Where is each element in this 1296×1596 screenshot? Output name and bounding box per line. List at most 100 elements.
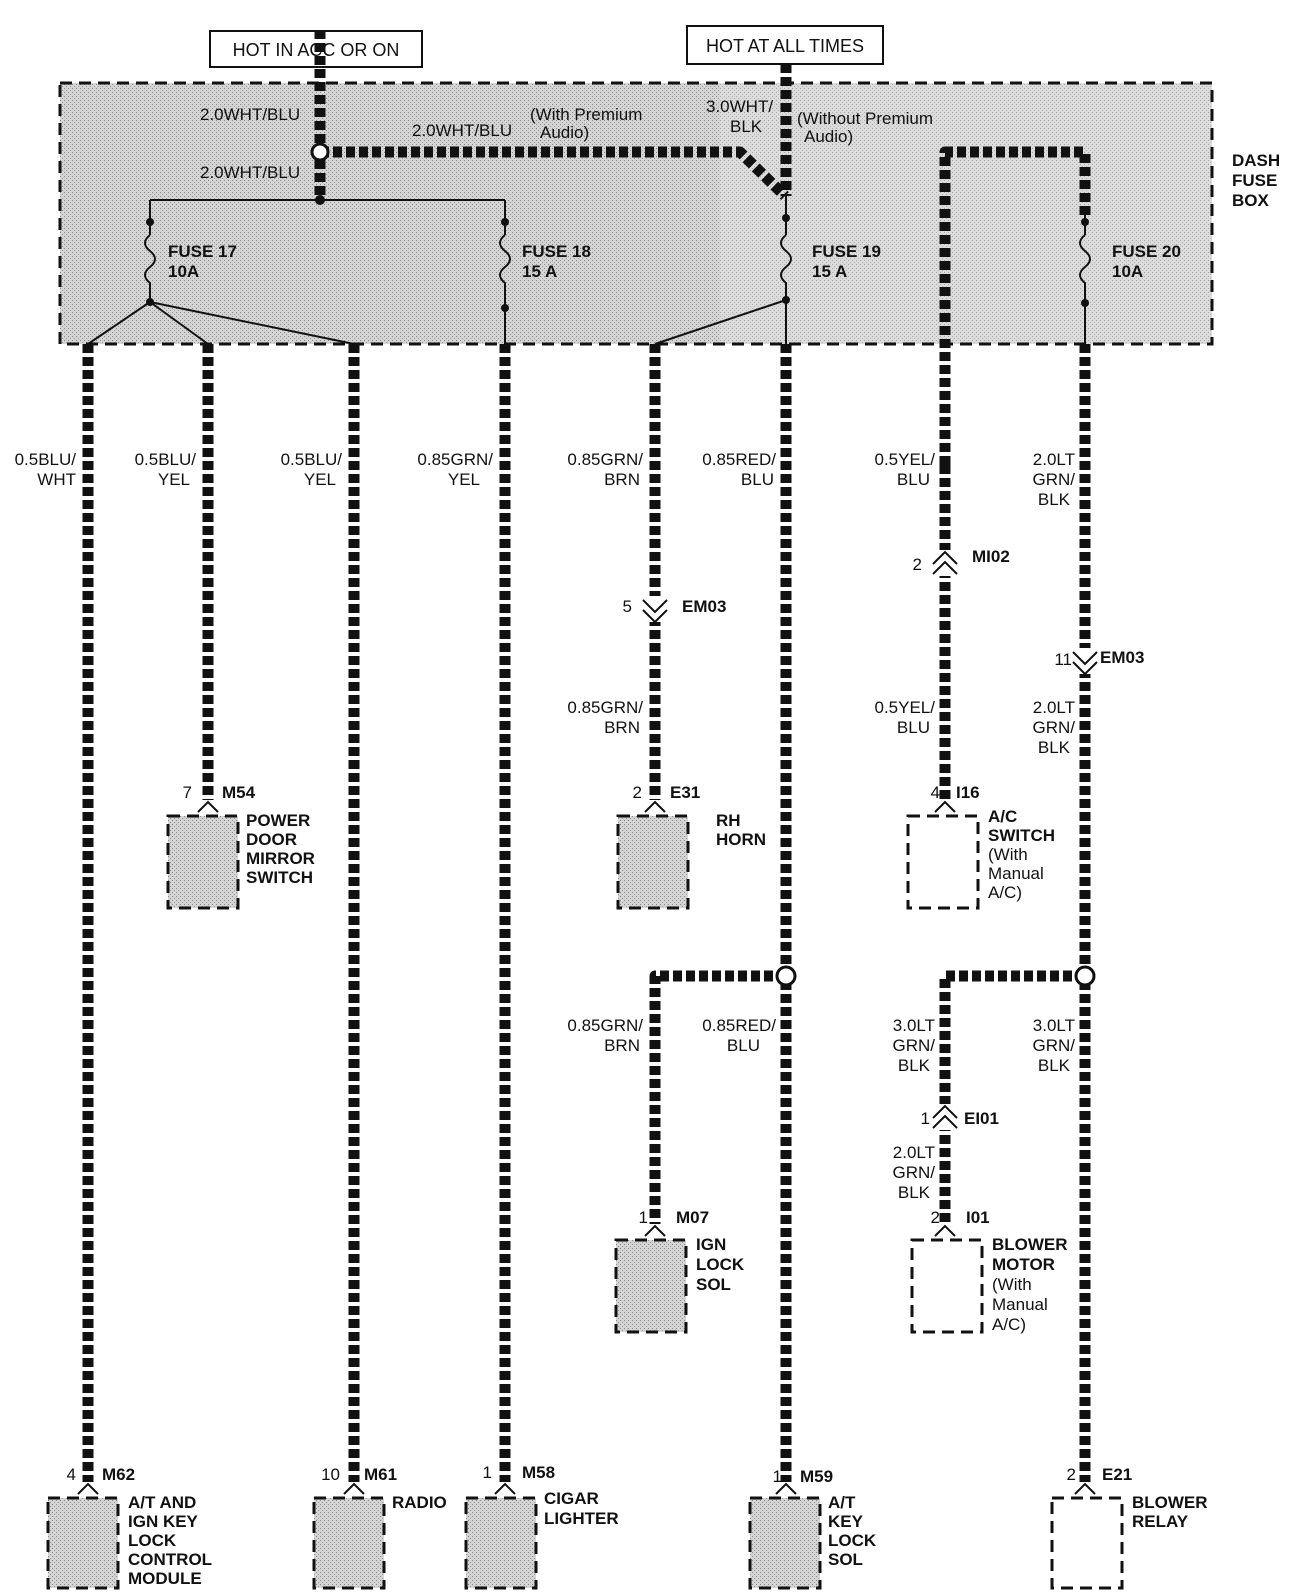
fanout-lines	[87, 299, 1086, 345]
m62-l2: IGN KEY	[128, 1512, 199, 1531]
m61-pin: 10	[321, 1465, 340, 1484]
i01-l2: MOTOR	[992, 1255, 1055, 1274]
i16-l3: (With	[988, 845, 1028, 864]
inline-connector-ei01: 1 EI01	[921, 1104, 999, 1130]
m59-l4: SOL	[828, 1550, 863, 1569]
fuse-19-rating: 15 A	[812, 262, 847, 281]
fuse-19-name: FUSE 19	[812, 242, 881, 261]
wire-label-w4-2: BLK	[730, 117, 763, 136]
splice-e21	[1074, 965, 1096, 987]
e21-l2: RELAY	[1132, 1512, 1189, 1531]
m54-l3: MIRROR	[246, 849, 315, 868]
i16-l1: A/C	[988, 807, 1017, 826]
wl-g1: 0.5YEL/	[875, 450, 936, 469]
em03-a-label: EM03	[682, 597, 726, 616]
ei01-pin: 1	[921, 1109, 930, 1128]
wl-m07-1: 0.85GRN/	[567, 1016, 643, 1035]
m59-l3: LOCK	[828, 1531, 877, 1550]
m07-pin: 1	[639, 1208, 648, 1227]
wl-h1: 2.0LT	[1033, 450, 1075, 469]
supply-wires	[314, 30, 1091, 465]
component-m61: 10 M61 RADIO	[312, 1465, 447, 1590]
m62-l3: LOCK	[128, 1531, 177, 1550]
wl-m07-2: BRN	[604, 1036, 640, 1055]
fuse-box-label-1: DASH	[1232, 151, 1280, 170]
wl-g2: BLU	[897, 470, 930, 489]
m58-l2: LIGHTER	[544, 1509, 619, 1528]
component-e31: 2 E31 RH HORN	[616, 783, 766, 910]
wl-i01-low2: GRN/	[893, 1163, 936, 1182]
m61-l1: RADIO	[392, 1493, 447, 1512]
header-hot-all-times-text: HOT AT ALL TIMES	[706, 36, 864, 56]
fuse-box-label-2: FUSE	[1232, 171, 1277, 190]
inline-connector-em03-b: 11 EM03	[1054, 648, 1144, 676]
wl-c2: YEL	[304, 470, 336, 489]
component-i16: 4 I16 A/C SWITCH (With Manual A/C)	[906, 783, 1055, 910]
m62-l1: A/T AND	[128, 1493, 196, 1512]
inline-connector-mi02: 2 MI02	[913, 547, 1010, 576]
without-premium-2: Audio)	[804, 127, 853, 146]
fuse-17: FUSE 17 10A	[144, 218, 237, 306]
with-premium-2: Audio)	[540, 123, 589, 142]
m07-l3: SOL	[696, 1275, 731, 1294]
without-premium-1: (Without Premium	[797, 109, 933, 128]
m58-id: M58	[522, 1463, 555, 1482]
e21-l1: BLOWER	[1132, 1493, 1208, 1512]
e31-l2: HORN	[716, 830, 766, 849]
wl-e21-2: GRN/	[1033, 1036, 1076, 1055]
m59-pin: 1	[773, 1467, 782, 1486]
m59-l2: KEY	[828, 1512, 864, 1531]
with-premium-1: (With Premium	[530, 105, 642, 124]
i16-l2: SWITCH	[988, 826, 1055, 845]
wl-h-low1: 2.0LT	[1033, 698, 1075, 717]
i01-l4: Manual	[992, 1295, 1048, 1314]
wl-a2: WHT	[37, 470, 76, 489]
inline-connector-em03-a: 5 EM03	[623, 596, 726, 624]
wl-h-low3: BLK	[1038, 738, 1071, 757]
i16-id: I16	[956, 783, 980, 802]
component-i01: 2 I01 BLOWER MOTOR (With Manual A/C)	[910, 1208, 1068, 1334]
wire-label-w3: 2.0WHT/BLU	[200, 163, 300, 182]
m62-id: M62	[102, 1465, 135, 1484]
fuse-20: FUSE 20 10A	[1079, 218, 1181, 307]
i01-l5: A/C)	[992, 1315, 1026, 1334]
m54-l2: DOOR	[246, 830, 297, 849]
wire-labels: 0.5BLU/ WHT 0.5BLU/ YEL 0.5BLU/ YEL 0.85…	[15, 450, 1076, 1202]
wire-premium-audio	[320, 146, 789, 200]
component-m54: 7 M54 POWER DOOR MIRROR SWITCH	[166, 783, 315, 910]
em03-b-label: EM03	[1100, 648, 1144, 667]
wl-b2: YEL	[158, 470, 190, 489]
component-m59: 1 M59 A/T KEY LOCK SOL	[748, 1467, 877, 1590]
fuse-17-name: FUSE 17	[168, 242, 237, 261]
wl-d1: 0.85GRN/	[417, 450, 493, 469]
m59-l1: A/T	[828, 1493, 856, 1512]
wl-h-low2: GRN/	[1033, 718, 1076, 737]
mi02-label: MI02	[972, 547, 1010, 566]
e31-id: E31	[670, 783, 700, 802]
wl-d2: YEL	[448, 470, 480, 489]
e31-pin: 2	[633, 783, 642, 802]
wire-fuse20-feed	[939, 146, 1091, 465]
e21-id: E21	[1102, 1465, 1132, 1484]
m07-l2: LOCK	[696, 1255, 745, 1274]
m07-l1: IGN	[696, 1235, 726, 1254]
m54-id: M54	[222, 783, 256, 802]
wl-g-low2: BLU	[897, 718, 930, 737]
m54-l4: SWITCH	[246, 868, 313, 887]
wl-c1: 0.5BLU/	[281, 450, 343, 469]
fuse-18-rating: 15 A	[522, 262, 557, 281]
wl-b1: 0.5BLU/	[135, 450, 197, 469]
fuse-box-label-3: BOX	[1232, 191, 1270, 210]
wire-label-w1: 2.0WHT/BLU	[200, 105, 300, 124]
ei01-label: EI01	[964, 1109, 999, 1128]
wire-label-w4-1: 3.0WHT/	[706, 97, 773, 116]
m58-pin: 1	[483, 1463, 492, 1482]
component-m07: 1 M07 IGN LOCK SOL	[614, 1208, 745, 1334]
wl-e21-3: BLK	[1038, 1056, 1071, 1075]
wl-i01-2: GRN/	[893, 1036, 936, 1055]
i01-l3: (With	[992, 1275, 1032, 1294]
fuse-20-rating: 10A	[1112, 262, 1143, 281]
component-e21: 2 E21 BLOWER RELAY	[1050, 1465, 1208, 1590]
branch-wires	[82, 344, 1091, 1482]
